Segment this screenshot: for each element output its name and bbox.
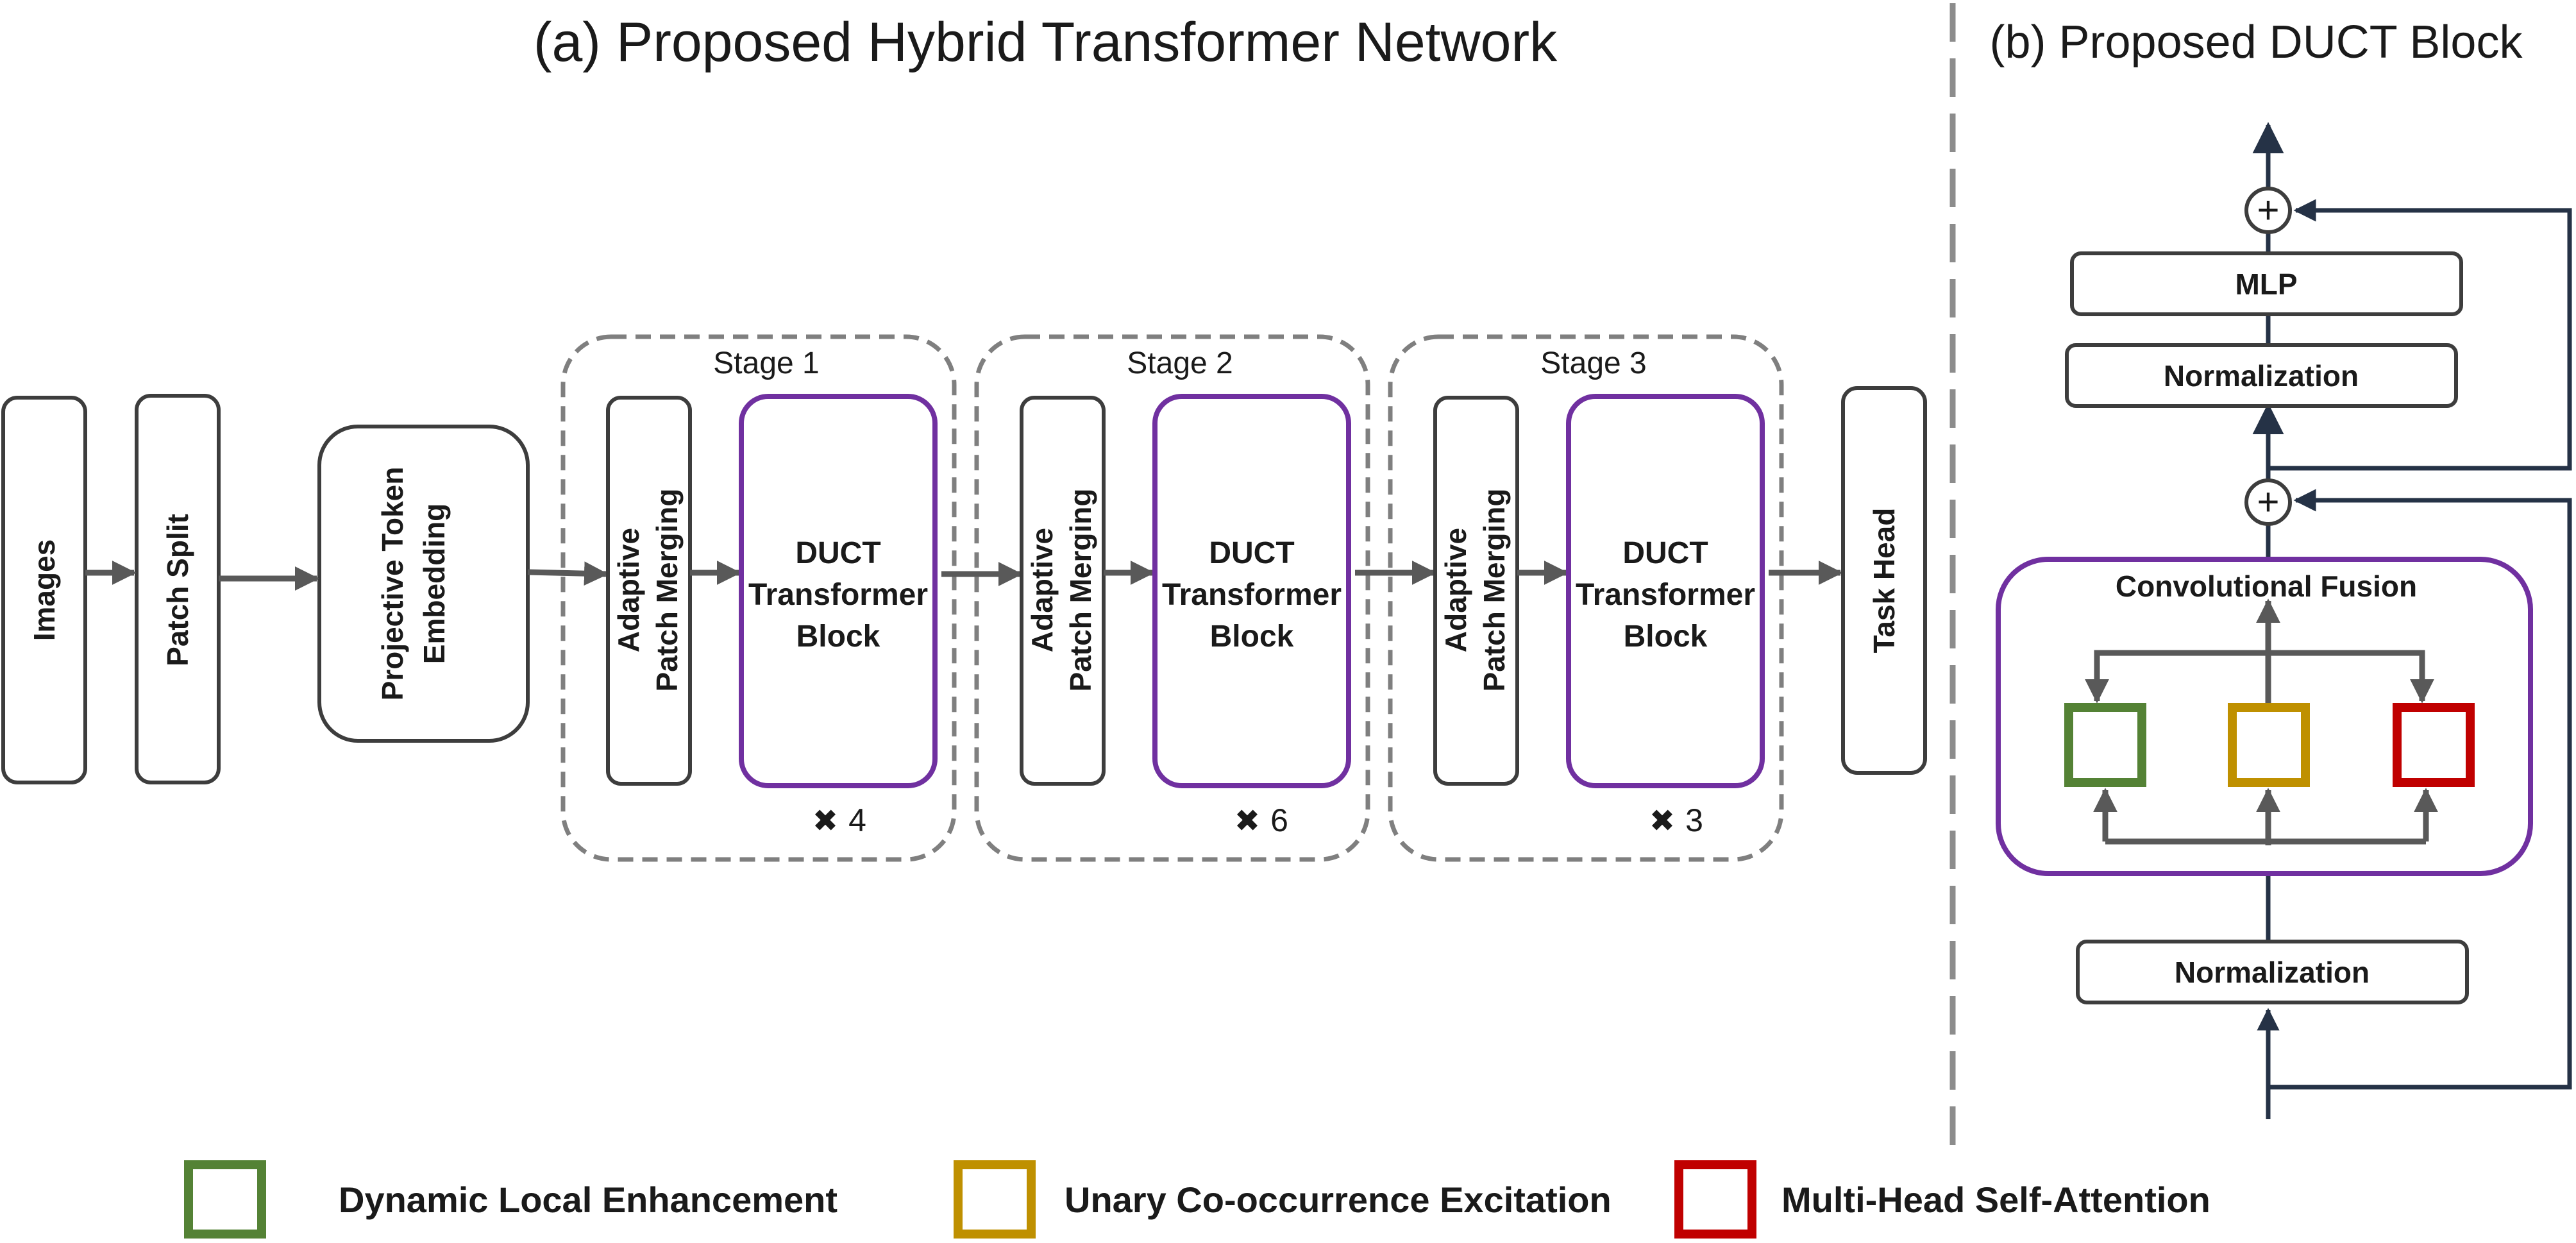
patch-split-box: Patch Split bbox=[135, 394, 221, 784]
add-node-lower: + bbox=[2244, 478, 2292, 526]
legend: Dynamic Local Enhancement Unary Co-occur… bbox=[184, 1160, 2210, 1239]
add-node-upper: + bbox=[2244, 187, 2292, 234]
stage-1-block-line3: Block bbox=[796, 620, 880, 654]
fusion-red-square bbox=[2393, 703, 2475, 787]
stage-1-duct-block bbox=[739, 394, 938, 788]
images-box: Images bbox=[1, 396, 87, 784]
norm-top-label: Normalization bbox=[2164, 359, 2359, 393]
norm-top-box: Normalization bbox=[2065, 343, 2458, 408]
stage-3-merge-line1: Adaptive bbox=[1439, 528, 1472, 652]
stage-2-merge-box bbox=[1020, 396, 1106, 786]
stage-2-block-line1: DUCT bbox=[1209, 536, 1294, 570]
stage-3-merge-box bbox=[1433, 396, 1519, 786]
legend-label-mhsa: Multi-Head Self-Attention bbox=[1781, 1180, 2210, 1220]
stage-2-label: Stage 2 bbox=[1127, 346, 1233, 380]
stage-3: Stage 3 Adaptive Patch Merging DUCT Tran… bbox=[1388, 334, 1784, 862]
stage-3-block-line2: Transformer bbox=[1576, 578, 1755, 612]
stage-2-duct-block bbox=[1152, 394, 1351, 788]
stage-2-block-line2: Transformer bbox=[1162, 578, 1342, 612]
convolutional-fusion-box: Convolutional Fusion bbox=[1996, 557, 2533, 876]
stage-2-merge-line1: Adaptive bbox=[1025, 528, 1059, 652]
token-embedding-line2: Embedding bbox=[417, 503, 451, 664]
fusion-green-square bbox=[2064, 703, 2146, 787]
token-embedding-line1: Projective Token bbox=[376, 467, 409, 701]
task-head-box: Task Head bbox=[1841, 386, 1927, 775]
panel-b-title: (b) Proposed DUCT Block bbox=[1990, 17, 2523, 68]
stage-1-merge-line1: Adaptive bbox=[612, 528, 645, 652]
stage-2-repeat-count: 6 bbox=[1270, 802, 1288, 838]
skip-connection-upper bbox=[2268, 199, 2572, 471]
legend-label-uce: Unary Co-occurrence Excitation bbox=[1065, 1180, 1612, 1220]
stage-1-repeat-count: 4 bbox=[848, 802, 866, 838]
stage-3-block-line1: DUCT bbox=[1622, 536, 1708, 570]
stage-3-label: Stage 3 bbox=[1540, 346, 1646, 380]
norm-bottom-box: Normalization bbox=[2076, 940, 2469, 1004]
legend-swatch-dle bbox=[184, 1160, 266, 1239]
stage-3-block-line3: Block bbox=[1624, 620, 1708, 654]
stage-3-repeat-icon: ✖ bbox=[1649, 804, 1675, 838]
convolutional-fusion-label: Convolutional Fusion bbox=[2116, 570, 2417, 603]
stage-3-merge-line2: Patch Merging bbox=[1477, 489, 1511, 692]
stage-1-block-line1: DUCT bbox=[795, 536, 880, 570]
mlp-box: MLP bbox=[2070, 251, 2463, 316]
fusion-yellow-square bbox=[2228, 703, 2310, 787]
stage-2: Stage 2 Adaptive Patch Merging DUCT Tran… bbox=[974, 334, 1370, 862]
legend-swatch-uce bbox=[954, 1160, 1036, 1239]
stage-1: Stage 1 Adaptive Patch Merging DUCT Tran… bbox=[560, 334, 957, 862]
stage-2-merge-line2: Patch Merging bbox=[1064, 489, 1097, 692]
stage-3-duct-block bbox=[1566, 394, 1765, 788]
fusion-top-bus-right bbox=[2268, 650, 2434, 704]
stage-1-repeat-icon: ✖ bbox=[812, 804, 838, 838]
mlp-label: MLP bbox=[2235, 267, 2297, 301]
stage-1-merge-box bbox=[606, 396, 692, 786]
legend-swatch-mhsa bbox=[1674, 1160, 1756, 1239]
stage-1-merge-line2: Patch Merging bbox=[650, 489, 684, 692]
panel-a-title: (a) Proposed Hybrid Transformer Network bbox=[534, 12, 1558, 73]
add-node-upper-symbol: + bbox=[2257, 189, 2279, 232]
stage-3-repeat-count: 3 bbox=[1685, 802, 1703, 838]
task-head-label: Task Head bbox=[1867, 508, 1901, 654]
legend-label-dle: Dynamic Local Enhancement bbox=[339, 1180, 838, 1220]
arrow-embedding-to-stage1 bbox=[527, 561, 609, 586]
stage-1-block-line2: Transformer bbox=[748, 578, 928, 612]
add-node-lower-symbol: + bbox=[2257, 480, 2279, 523]
skip-connection-lower bbox=[2268, 489, 2572, 1090]
stage-2-repeat-icon: ✖ bbox=[1234, 804, 1260, 838]
stage-2-block-line3: Block bbox=[1210, 620, 1294, 654]
images-label: Images bbox=[28, 539, 61, 641]
patch-split-label: Patch Split bbox=[161, 514, 194, 666]
stage-1-label: Stage 1 bbox=[713, 346, 819, 380]
token-embedding-box: Projective Token Embedding bbox=[317, 425, 530, 743]
norm-bottom-label: Normalization bbox=[2175, 956, 2370, 989]
